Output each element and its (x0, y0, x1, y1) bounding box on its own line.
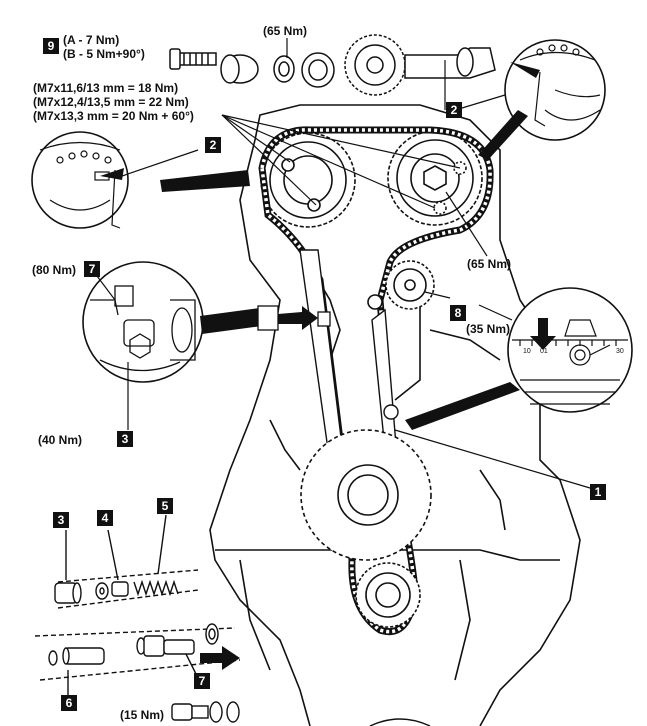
callout-8: 8 (450, 305, 466, 321)
spec-line-a: (A - 7 Nm) (63, 33, 120, 47)
callout-5: 5 (157, 498, 173, 514)
detail-circle-tensioner (82, 261, 331, 430)
scale-tick-10: 10 (523, 348, 531, 355)
callout-1: 1 (590, 484, 606, 500)
bottom-cover-edge (369, 718, 431, 726)
idler-sprocket (367, 260, 435, 310)
exhaust-cam-sprocket (387, 130, 483, 226)
camshaft-exploded-parts (169, 34, 496, 96)
scale-tick-01: 01 (540, 348, 548, 355)
torque-cam-right: (65 Nm) (467, 257, 512, 271)
callout-3-detail: 3 (117, 431, 133, 447)
callout-7-parts: 7 (194, 673, 210, 689)
torque-m7-line3: (M7x13,3 mm = 20 Nm + 60°) (33, 109, 194, 123)
intake-cam-sprocket (260, 132, 356, 228)
callout-7-detail: 7 (84, 261, 100, 277)
callout-2-left: 2 (205, 137, 221, 153)
callout-4: 4 (97, 510, 113, 526)
direction-arrow (200, 646, 240, 670)
torque-bottom-bolt: (15 Nm) (120, 708, 165, 722)
torque-tensioner-left: (80 Nm) (32, 263, 77, 277)
torque-m7-line2: (M7x12,4/13,5 mm = 22 Nm) (33, 95, 189, 109)
scale-tick-30: 30 (616, 348, 624, 355)
leader-lines (121, 38, 591, 489)
callout-2-right: 2 (446, 102, 462, 118)
torque-m7-line1: (M7x11,6/13 mm = 18 Nm) (33, 81, 179, 95)
torque-tensioner-bottom: (40 Nm) (38, 433, 83, 447)
detail-circle-timing-mark (405, 287, 633, 430)
callout-6: 6 (61, 695, 77, 711)
callout-3-parts: 3 (53, 512, 69, 528)
callout-9: 9 (43, 38, 59, 54)
crankshaft-sprocket (300, 429, 432, 561)
spec-line-b: (B - 5 Nm+90°) (63, 47, 145, 61)
tensioner-exploded-parts (34, 514, 241, 723)
lower-sprocket (355, 562, 421, 628)
torque-idler-right: (35 Nm) (466, 322, 511, 336)
detail-circle-right (478, 39, 606, 160)
torque-top-center: (65 Nm) (263, 24, 308, 38)
detail-circle-left (31, 131, 250, 229)
